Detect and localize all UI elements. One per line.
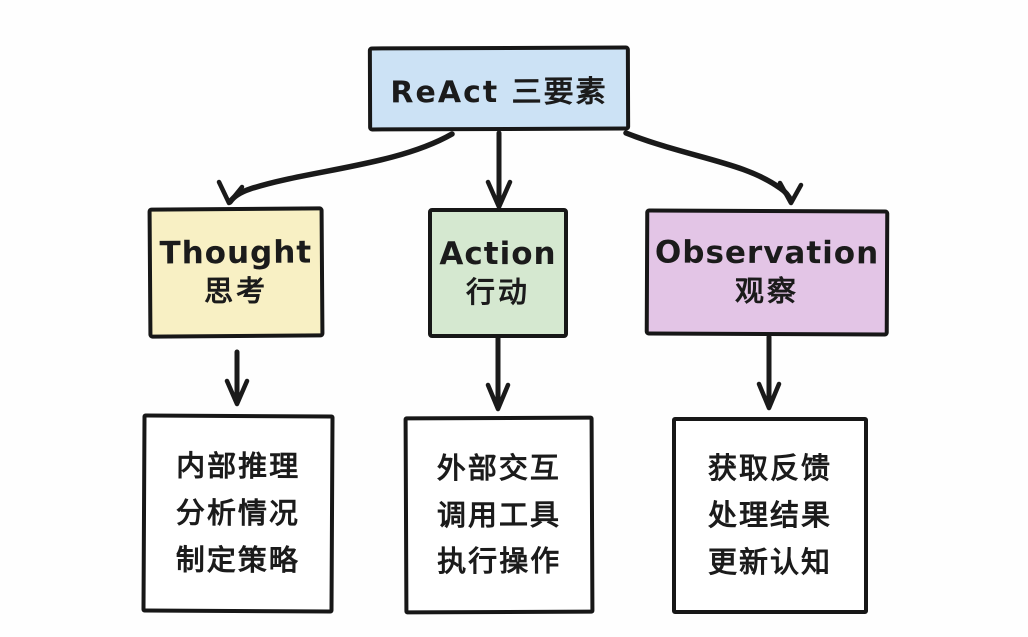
detail-line: 处理结果 <box>707 498 832 533</box>
detail-box-action: 外部交互 调用工具 执行操作 <box>403 415 595 615</box>
root-node-label: ReAct 三要素 <box>390 74 608 110</box>
arrow-root-to-observation <box>623 130 804 206</box>
detail-box-thought: 内部推理 分析情况 制定策略 <box>141 413 335 614</box>
detail-line: 制定策略 <box>175 542 300 578</box>
arrow-observation-to-details <box>756 334 782 411</box>
arrow-root-to-thought <box>216 131 455 206</box>
detail-line: 更新认知 <box>707 544 832 579</box>
detail-line: 内部推理 <box>176 448 301 484</box>
detail-line: 分析情况 <box>175 495 301 531</box>
root-node-react: ReAct 三要素 <box>367 45 631 132</box>
branch-title-thought: Thought <box>159 234 313 272</box>
detail-line: 调用工具 <box>436 497 562 532</box>
branch-node-thought: Thought 思考 <box>147 206 325 339</box>
branch-subtitle-action: 行动 <box>465 274 530 309</box>
branch-subtitle-thought: 思考 <box>203 273 269 309</box>
arrow-thought-to-details <box>224 349 250 407</box>
branch-subtitle-observation: 观察 <box>734 273 799 309</box>
detail-line: 执行操作 <box>437 544 562 579</box>
arrow-root-to-action <box>485 130 513 210</box>
branch-title-action: Action <box>439 235 557 272</box>
branch-node-observation: Observation 观察 <box>644 208 890 337</box>
detail-box-observation: 获取反馈 处理结果 更新认知 <box>672 417 868 614</box>
branch-node-action: Action 行动 <box>428 208 568 338</box>
arrow-action-to-details <box>485 335 511 412</box>
detail-line: 外部交互 <box>436 450 561 485</box>
detail-line: 获取反馈 <box>707 451 832 486</box>
branch-title-observation: Observation <box>654 234 880 272</box>
